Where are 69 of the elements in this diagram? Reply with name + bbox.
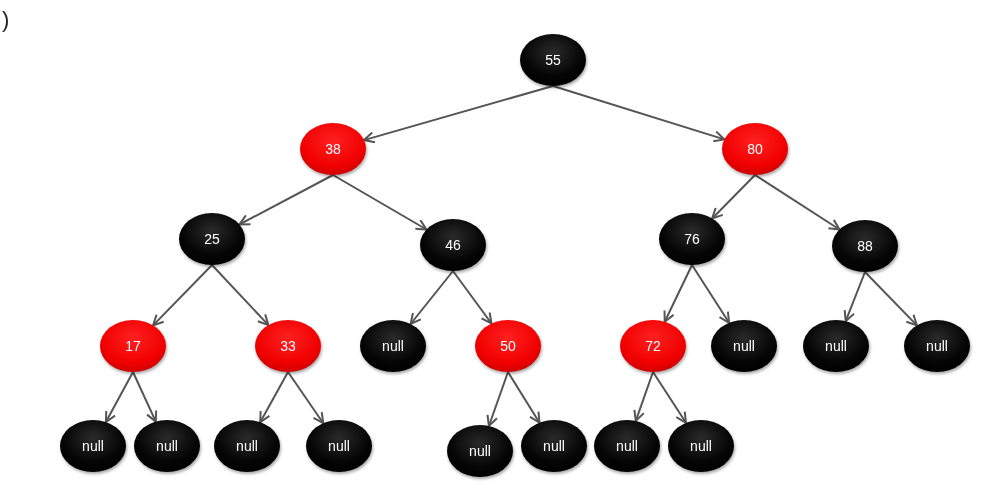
node-value: 72	[645, 338, 661, 354]
tree-node	[100, 320, 166, 372]
arrow	[409, 270, 454, 325]
node-value: 55	[545, 52, 561, 68]
node-value: null	[926, 338, 948, 354]
tree-node	[179, 213, 245, 265]
arrow	[452, 270, 493, 325]
tree-node	[475, 320, 541, 372]
arrow	[507, 371, 541, 424]
tree-node	[620, 320, 686, 372]
arrow	[711, 174, 756, 220]
arrow	[691, 264, 731, 324]
tree-node	[904, 320, 970, 372]
node-value: null	[156, 438, 178, 454]
arrow	[152, 264, 213, 327]
arrow	[663, 264, 693, 323]
tree-node	[659, 213, 725, 265]
tree-node	[300, 123, 366, 175]
arrow	[552, 85, 726, 143]
arrow	[211, 264, 270, 327]
tree-node	[832, 220, 898, 272]
tree-node	[214, 420, 280, 472]
arrow	[332, 174, 428, 231]
arrow	[754, 174, 841, 231]
tree-node	[520, 34, 586, 86]
node-value: 80	[747, 141, 763, 157]
node-value: null	[382, 338, 404, 354]
arrow	[843, 271, 866, 323]
node-value: 76	[684, 231, 700, 247]
tree-node	[420, 219, 486, 271]
node-value: null	[82, 438, 104, 454]
tree-node	[134, 420, 200, 472]
tree-node	[803, 320, 869, 372]
arrow	[259, 371, 289, 424]
node-value: null	[236, 438, 258, 454]
arrow	[238, 174, 334, 226]
node-value: null	[328, 438, 350, 454]
arrow	[652, 371, 687, 424]
tree-node	[255, 320, 321, 372]
node-value: null	[616, 438, 638, 454]
tree-node	[594, 420, 660, 472]
node-value: null	[825, 338, 847, 354]
node-value: 17	[125, 338, 141, 354]
arrow	[864, 271, 918, 327]
arrow	[287, 371, 325, 425]
tree-node	[360, 320, 426, 372]
node-value: null	[733, 338, 755, 354]
node-value: 25	[204, 231, 220, 247]
arrow	[363, 85, 554, 144]
tree-node	[447, 425, 513, 477]
tree-node	[306, 420, 372, 472]
node-value: 38	[325, 141, 341, 157]
arrow	[633, 371, 654, 422]
panel-label: )	[2, 8, 10, 32]
node-value: null	[690, 438, 712, 454]
arrow	[486, 371, 509, 427]
node-value: 88	[857, 238, 873, 254]
node-value: 50	[500, 338, 516, 354]
tree-node	[722, 123, 788, 175]
node-value: 33	[280, 338, 296, 354]
node-value: null	[469, 443, 491, 459]
tree-node	[60, 420, 126, 472]
tree-node	[711, 320, 777, 372]
node-value: 46	[445, 237, 461, 253]
node-value: null	[543, 438, 565, 454]
tree-node	[668, 420, 734, 472]
arrow	[132, 371, 158, 423]
arrow	[104, 371, 134, 424]
tree-node	[521, 420, 587, 472]
